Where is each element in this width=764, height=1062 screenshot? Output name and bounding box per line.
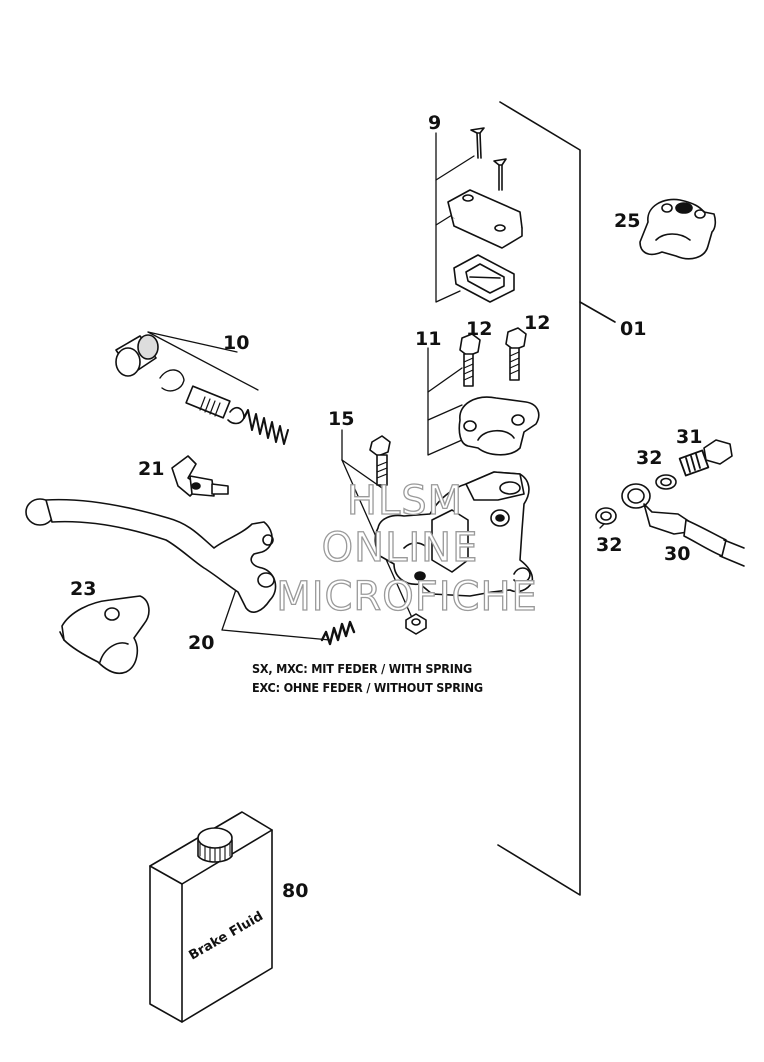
part-9-reservoir-cover: [447, 127, 523, 303]
callout-10: 10: [223, 332, 250, 354]
part-30-31-32-brake-hose: [595, 439, 745, 567]
callout-12-right: 12: [524, 312, 551, 334]
part-80-brake-fluid-bottle: [149, 811, 273, 1023]
callout-11: 11: [415, 328, 442, 350]
part-23-lever-guard: [59, 595, 150, 675]
callout-12-left: 12: [466, 318, 493, 340]
callout-25: 25: [614, 210, 641, 232]
assembly-bracket-01: [497, 101, 616, 896]
watermark-line-2: ONLINE: [321, 525, 479, 571]
part-20-brake-lever: [25, 498, 356, 646]
callout-80: 80: [282, 880, 309, 902]
watermark-line-3: MICROFICHE: [276, 574, 538, 620]
spring-note-line-2: EXC: OHNE FEDER / WITHOUT SPRING: [252, 680, 483, 695]
callout-15: 15: [328, 408, 355, 430]
callout-23: 23: [70, 578, 97, 600]
callout-20: 20: [188, 632, 215, 654]
part-10-piston-kit: [115, 334, 289, 445]
callout-32-top: 32: [636, 447, 663, 469]
callout-21: 21: [138, 458, 165, 480]
callout-9: 9: [428, 112, 442, 134]
spring-note-line-1: SX, MXC: MIT FEDER / WITH SPRING: [252, 661, 472, 676]
callout-01: 01: [620, 318, 647, 340]
part-15-bolt-nut: [369, 435, 427, 635]
part-11-12-clamp-bolts: [458, 327, 540, 456]
callout-32-bottom: 32: [596, 534, 623, 556]
master-cylinder-body: [374, 471, 534, 597]
callout-31: 31: [676, 426, 703, 448]
callout-30: 30: [664, 543, 691, 565]
watermark-line-1: HLSM: [346, 478, 464, 524]
part-21-adjuster: [171, 455, 229, 497]
part-25-clamp: [639, 198, 717, 260]
